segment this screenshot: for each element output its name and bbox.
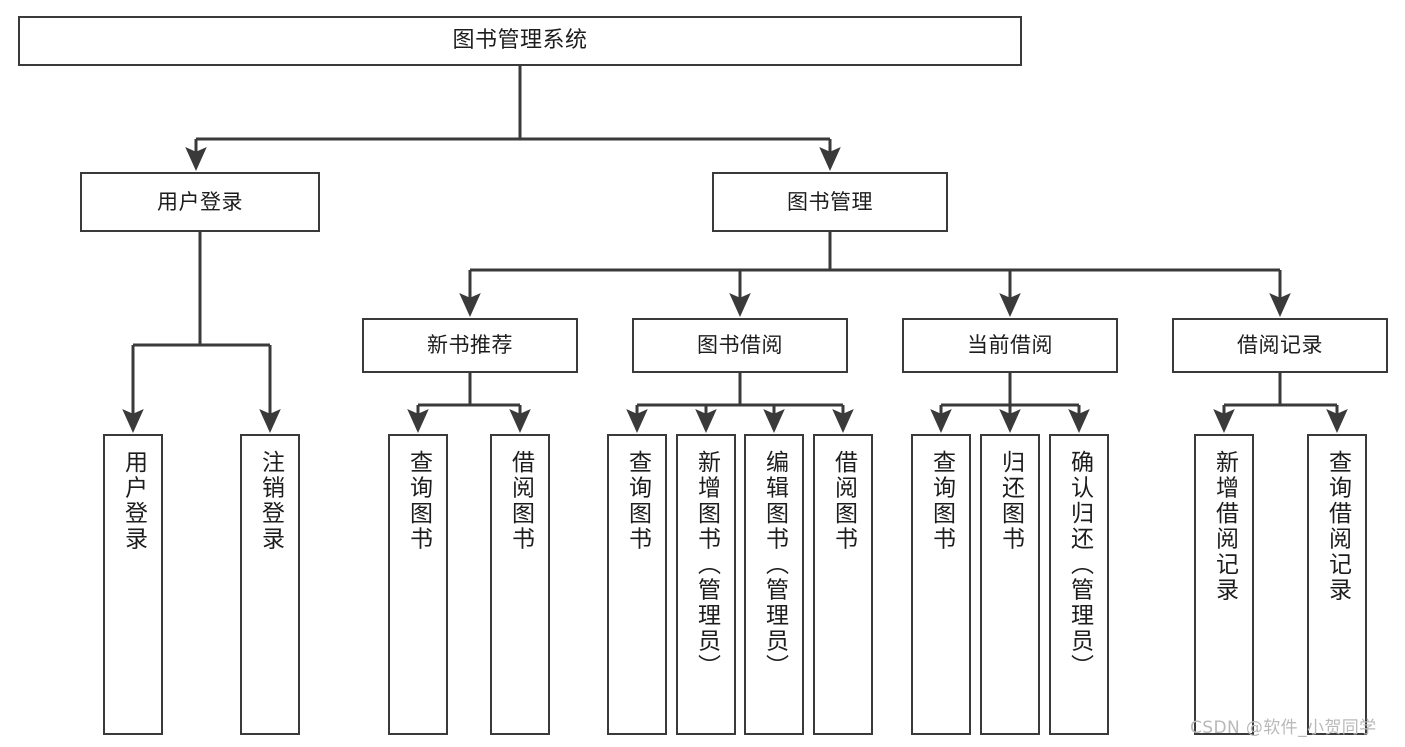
node-leaf-add-book-admin[interactable]: 新增图书（管理员） (676, 434, 736, 735)
node-leaf-query-book-borrow[interactable]: 查询图书 (607, 434, 667, 735)
node-label: 查询图书 (928, 450, 955, 552)
node-leaf-edit-book-admin[interactable]: 编辑图书（管理员） (744, 434, 804, 735)
node-label: 新增图书（管理员） (693, 450, 720, 680)
watermark-csdn: CSDN @软件_小贺同学 (1190, 718, 1377, 738)
node-label: 新增借阅记录 (1211, 450, 1238, 603)
node-label: 图书借阅 (697, 333, 783, 358)
node-leaf-borrow-book-recommend[interactable]: 借阅图书 (490, 434, 550, 735)
node-label: 图书管理 (787, 189, 873, 214)
node-root-book-management-system[interactable]: 图书管理系统 (18, 16, 1022, 66)
node-current-borrow[interactable]: 当前借阅 (902, 318, 1118, 373)
node-leaf-logout[interactable]: 注销登录 (240, 434, 300, 735)
node-label: 当前借阅 (967, 333, 1053, 358)
node-leaf-query-book-recommend[interactable]: 查询图书 (388, 434, 448, 735)
node-label: 用户登录 (120, 450, 147, 552)
node-label: 新书推荐 (427, 333, 513, 358)
node-label: 借阅图书 (507, 450, 534, 552)
node-leaf-confirm-return-admin[interactable]: 确认归还（管理员） (1049, 434, 1109, 735)
node-book-management[interactable]: 图书管理 (712, 172, 948, 232)
node-label: 归还图书 (997, 450, 1024, 552)
node-user-login[interactable]: 用户登录 (80, 172, 320, 232)
node-leaf-query-book-current[interactable]: 查询图书 (911, 434, 971, 735)
node-leaf-return-book[interactable]: 归还图书 (980, 434, 1040, 735)
node-label: 借阅图书 (830, 450, 857, 552)
node-label: 查询借阅记录 (1324, 450, 1351, 603)
node-book-borrow[interactable]: 图书借阅 (632, 318, 848, 373)
node-label: 借阅记录 (1237, 333, 1323, 358)
node-label: 用户登录 (157, 189, 243, 214)
node-borrow-record[interactable]: 借阅记录 (1172, 318, 1388, 373)
node-label: 查询图书 (405, 450, 432, 552)
node-label: 查询图书 (624, 450, 651, 552)
node-new-book-recommendation[interactable]: 新书推荐 (362, 318, 578, 373)
node-leaf-borrow-book[interactable]: 借阅图书 (813, 434, 873, 735)
node-label: 图书管理系统 (452, 28, 588, 54)
node-label: 确认归还（管理员） (1066, 450, 1093, 680)
node-leaf-query-borrow-record[interactable]: 查询借阅记录 (1307, 434, 1367, 735)
node-leaf-add-borrow-record[interactable]: 新增借阅记录 (1194, 434, 1254, 735)
node-label: 注销登录 (257, 450, 284, 552)
node-label: 编辑图书（管理员） (761, 450, 788, 680)
node-leaf-user-login[interactable]: 用户登录 (103, 434, 163, 735)
